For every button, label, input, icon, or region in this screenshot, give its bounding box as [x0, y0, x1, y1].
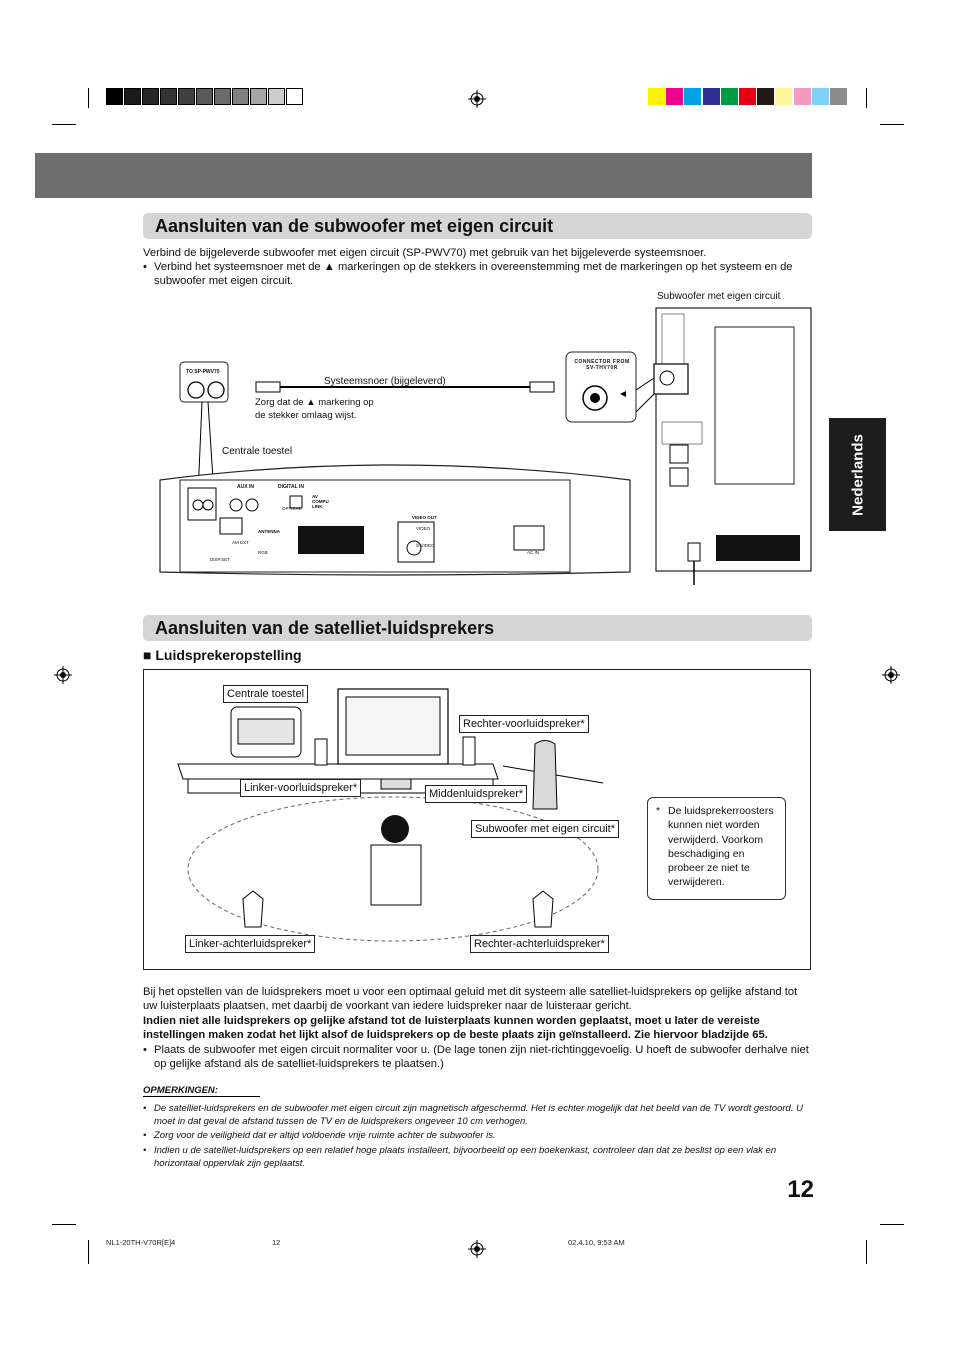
color-swatch: [739, 88, 756, 105]
to-sp-pwv70-zoom: [179, 361, 229, 496]
gray-swatch: [250, 88, 267, 105]
disp-set-label: DISP.SET: [210, 557, 230, 562]
footer-left: NL1-20TH-V70R[E]4: [106, 1238, 176, 1247]
subheading-text: Luidsprekeropstelling: [155, 647, 302, 663]
header-band: [35, 153, 812, 198]
color-swatch: [666, 88, 684, 105]
plug-orientation-note: Zorg dat de ▲ markering op de stekker om…: [255, 397, 374, 421]
subwoofer-connection-diagram: [159, 307, 812, 585]
color-swatch: [702, 88, 720, 105]
gray-swatch: [196, 88, 213, 105]
intro-paragraph: Verbind de bijgeleverde subwoofer met ei…: [143, 247, 707, 259]
subwoofer-label: Subwoofer met eigen circuit: [657, 291, 781, 302]
color-swatch: [830, 88, 847, 105]
crop-mark: [88, 1240, 89, 1264]
connector-from-label: CONNECTOR FROM SV-THV70R: [574, 359, 630, 371]
page-number: 12: [787, 1176, 814, 1203]
gray-swatch: [178, 88, 195, 105]
gray-swatch: [124, 88, 141, 105]
color-swatch: [648, 88, 665, 105]
system-cable: [255, 381, 555, 393]
gray-swatch: [142, 88, 159, 105]
video-out-label: VIDEO OUT: [412, 515, 437, 520]
registration-mark-icon: [468, 90, 486, 108]
footer-right: 02.4.10, 9:53 AM: [568, 1238, 625, 1247]
registration-mark-icon: [468, 1240, 486, 1258]
language-tab: Nederlands: [829, 418, 886, 531]
label-central-unit: Centrale toestel: [223, 685, 309, 703]
central-unit-label: Centrale toestel: [222, 446, 293, 457]
gray-swatch: [106, 88, 123, 105]
paragraph-placement: Bij het opstellen van de luidsprekers mo…: [143, 986, 798, 1012]
rgb-label: RGB: [258, 550, 268, 555]
gray-swatch: [268, 88, 285, 105]
section-title-subwoofer: Aansluiten van de subwoofer met eigen ci…: [143, 213, 812, 239]
gray-swatch: [214, 88, 231, 105]
bullet-marker: •: [143, 1044, 147, 1056]
crop-mark: [880, 1224, 904, 1225]
footer-center: 12: [272, 1238, 281, 1247]
note-item: •Zorg voor de veiligheid dat er altijd v…: [143, 1130, 496, 1142]
color-swatch: [757, 88, 775, 105]
color-swatch: [775, 88, 793, 105]
footnote-text: De luidsprekerroosters kunnen niet worde…: [668, 805, 774, 889]
bullet-marker: •: [143, 261, 147, 273]
registration-mark-icon: [882, 666, 900, 684]
central-unit-rear: [159, 464, 631, 576]
label-front-right: Rechter-voorluidspreker*: [459, 715, 589, 733]
cable-label: Systeemsnoer (bijgeleverd): [324, 376, 446, 387]
bullet-text: Verbind het systeemsnoer met de ▲ marker…: [154, 261, 793, 287]
label-rear-right: Rechter-achterluidspreker*: [470, 935, 609, 953]
gray-swatch: [286, 88, 303, 105]
crop-mark: [866, 1240, 867, 1264]
notes-list: •De satelliet-luidsprekers en de subwoof…: [143, 1102, 813, 1170]
registration-mark-icon: [54, 666, 72, 684]
speaker-layout-frame: [143, 669, 811, 970]
color-swatch: [684, 88, 702, 105]
av-label: AV: [320, 527, 326, 532]
footnote-box: * De luidsprekerroosters kunnen niet wor…: [647, 797, 786, 900]
section-title-satellite: Aansluiten van de satelliet-luidsprekers: [143, 615, 812, 641]
color-swatch: [720, 88, 738, 105]
note-item: •Indien u de satelliet-luidsprekers op e…: [143, 1144, 777, 1169]
crop-mark: [52, 1224, 76, 1225]
color-swatch: [793, 88, 811, 105]
label-subwoofer: Subwoofer met eigen circuit*: [471, 820, 620, 838]
label-center: Middenluidspreker*: [425, 785, 528, 803]
av-compu-link-label: AV COMPU LINK: [312, 494, 329, 509]
video-label: VIDEO: [416, 526, 431, 531]
subheading: ■ Luidsprekeropstelling: [143, 647, 302, 663]
antenna-label: ANTENNA: [258, 529, 280, 534]
speaker-layout-illustration: [177, 688, 604, 942]
crop-mark: [866, 88, 867, 108]
label-rear-left: Linker-achterluidspreker*: [185, 935, 316, 953]
notes-title: OPMERKINGEN:: [143, 1085, 260, 1097]
gray-swatch: [232, 88, 249, 105]
label-front-left: Linker-voorluidspreker*: [240, 779, 362, 797]
bullet-subwoofer: Plaats de subwoofer met eigen circuit no…: [154, 1044, 809, 1070]
to-sp-pwv70-label: TO SP-PWV70: [186, 369, 220, 375]
subheading-marker: ■: [143, 647, 152, 663]
note-item: •De satelliet-luidsprekers en de subwoof…: [143, 1103, 803, 1128]
rgb-out-label: RGB OUT: [342, 527, 363, 532]
paragraph-placement-bold: Indien niet alle luidsprekers op gelijke…: [143, 1015, 768, 1041]
subwoofer-rear-panel: [653, 307, 812, 585]
digital-in-label: DIGITAL IN: [278, 484, 304, 490]
footnote-marker: *: [656, 805, 661, 817]
s-video-label: S-VIDEO: [416, 543, 435, 548]
crop-mark: [88, 88, 89, 108]
gray-swatch: [160, 88, 177, 105]
optical-label: OPTICAL: [282, 506, 302, 511]
aux-in-label: AUX IN: [237, 484, 254, 490]
color-swatch: [811, 88, 829, 105]
crop-mark: [52, 124, 76, 125]
crop-mark: [880, 124, 904, 125]
ac-in-label: AC IN: [527, 550, 540, 555]
connector-zoom: [565, 351, 655, 423]
am-ext-label: AM EXT: [232, 540, 249, 545]
